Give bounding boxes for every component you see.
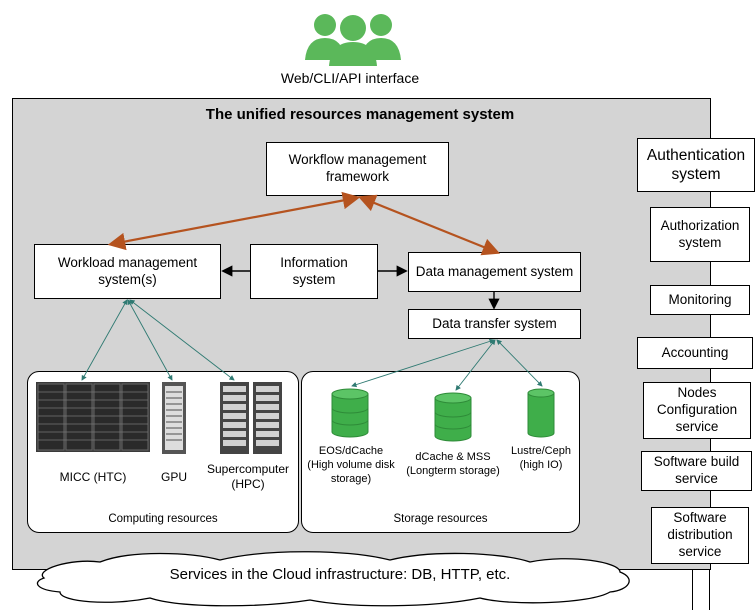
micc-label: MICC (HTC) — [59, 470, 127, 484]
software-distribution-box[interactable]: Software distribution service — [651, 507, 749, 564]
unified-system-title: The unified resources management system — [205, 106, 515, 123]
interface-caption: Web/CLI/API interface — [280, 70, 420, 86]
workload-label: Workload management system(s) — [57, 254, 198, 287]
monitoring-label: Monitoring — [668, 291, 732, 307]
authentication-box[interactable]: Authentication system — [637, 138, 755, 192]
gpu-label: GPU — [160, 470, 187, 484]
data-transfer-label: Data transfer system — [432, 315, 557, 331]
dcache-mss-label: dCache & MSS (Longterm storage) — [406, 451, 500, 477]
information-label: Information system — [280, 254, 348, 287]
transfer-lustre-arrow — [496, 339, 543, 387]
monitoring-box[interactable]: Monitoring — [650, 285, 750, 315]
accounting-box[interactable]: Accounting — [637, 337, 753, 369]
transfer-eos-arrow — [351, 338, 495, 388]
workflow-datamgmt-arrow — [357, 194, 501, 256]
data-management-box[interactable]: Data management system — [408, 252, 581, 292]
lustre-label: Lustre/Ceph (high IO) — [511, 445, 571, 471]
workload-gpu-arrow — [127, 299, 173, 381]
software-build-box[interactable]: Software build service — [641, 451, 752, 491]
data-management-label: Data management system — [415, 263, 574, 279]
accounting-label: Accounting — [661, 344, 729, 360]
nodes-configuration-box[interactable]: Nodes Configuration service — [643, 382, 751, 439]
workload-hpc-arrow — [129, 299, 235, 381]
workflow-workload-arrow — [107, 191, 361, 251]
supercomputer-label: Supercomputer (HPC) — [206, 462, 290, 491]
dcache-mss-database-icon — [434, 392, 472, 442]
transfer-dcache-arrow — [455, 339, 496, 391]
workload-micc-arrow — [81, 299, 128, 381]
nodes-configuration-label: Nodes Configuration service — [656, 385, 738, 434]
authorization-box[interactable]: Authorization system — [650, 207, 750, 262]
software-build-label: Software build service — [653, 454, 740, 486]
software-distribution-label: Software distribution service — [667, 510, 733, 559]
computing-resources-title: Computing resources — [108, 513, 218, 525]
lustre-database-icon — [527, 388, 555, 438]
workflow-management-box[interactable]: Workflow management framework — [266, 142, 449, 196]
micc-server-rack-icon — [36, 382, 150, 452]
eos-label: EOS/dCache (High volume disk storage) — [307, 445, 395, 485]
authorization-label: Authorization system — [660, 217, 740, 250]
eos-database-icon — [331, 388, 369, 438]
authentication-label: Authentication system — [646, 146, 746, 183]
workload-management-box[interactable]: Workload management system(s) — [34, 244, 221, 299]
users-group-icon — [305, 14, 401, 66]
information-system-box[interactable]: Information system — [250, 244, 378, 299]
storage-resources-title: Storage resources — [393, 513, 488, 525]
workflow-label: Workflow management framework — [288, 152, 427, 184]
gpu-rack-icon — [162, 382, 186, 454]
supercomputer-rack-icon — [220, 382, 282, 454]
cloud-shape — [36, 551, 630, 607]
cloud-label: Services in the Cloud infrastructure: DB… — [169, 566, 511, 583]
